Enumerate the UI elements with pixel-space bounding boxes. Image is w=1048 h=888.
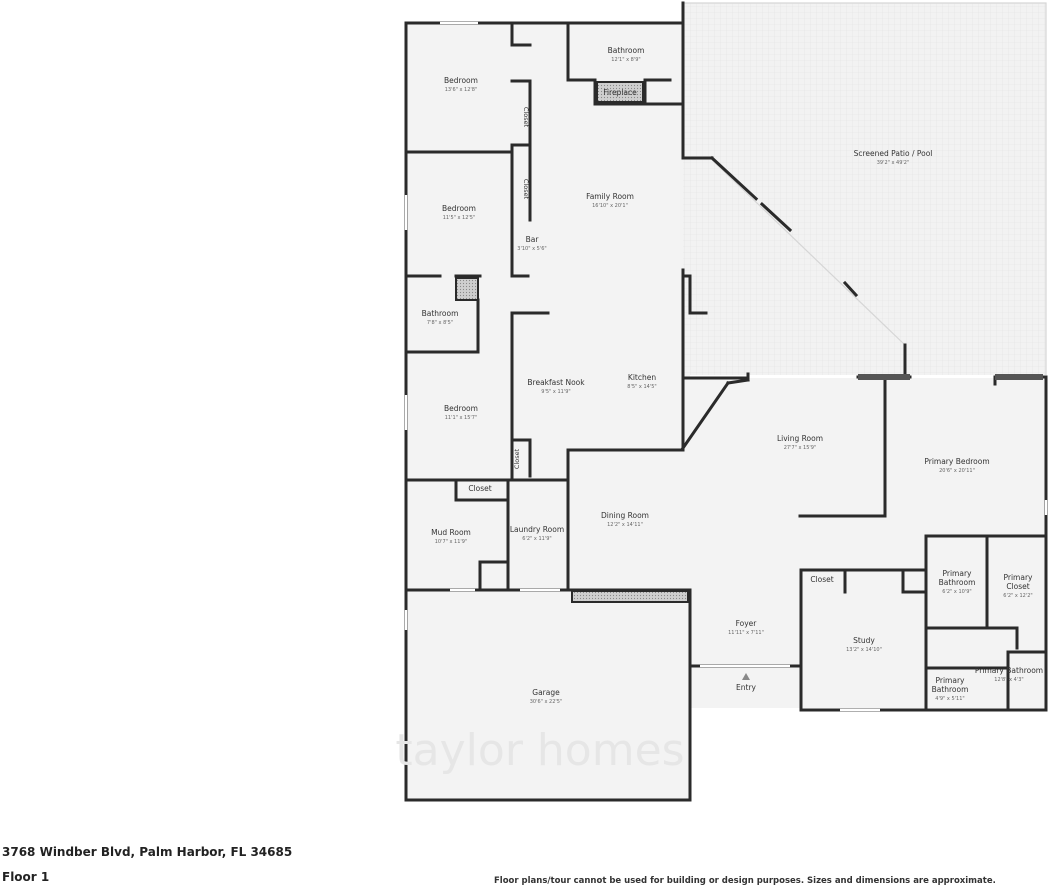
primary-bath3-dim: 4'9" x 5'11" <box>935 696 964 702</box>
floor-label: Floor 1 <box>2 870 50 884</box>
fireplace-name: Fireplace <box>603 88 637 97</box>
bathroom-mid-name: Bathroom <box>422 309 459 318</box>
closet-b-label: Closet <box>522 179 530 200</box>
kitchen-name: Kitchen <box>628 373 656 382</box>
bedroom-1-dim: 13'6" x 12'8" <box>445 87 478 93</box>
garage-counter <box>571 590 689 603</box>
laundry-dim: 6'2" x 11'9" <box>522 536 551 542</box>
address: 3768 Windber Blvd, Palm Harbor, FL 34685 <box>2 845 293 859</box>
bar-name: Bar <box>526 235 540 244</box>
closet-c-label: Closet <box>513 448 521 469</box>
bedroom-2-name: Bedroom <box>442 204 476 213</box>
family-room-dim: 16'10" x 20'1" <box>592 203 628 209</box>
disclaimer: Floor plans/tour cannot be used for buil… <box>494 876 996 886</box>
primary-bedroom-name: Primary Bedroom <box>924 457 989 466</box>
foyer-name: Foyer <box>736 619 758 628</box>
patio-dim: 39'2" x 49'2" <box>877 160 910 166</box>
living-shelf <box>858 374 910 380</box>
bedroom-shelf <box>995 374 1043 380</box>
breakfast-name: Breakfast Nook <box>527 378 585 387</box>
closet-e-label: Closet <box>810 575 833 584</box>
living-name: Living Room <box>777 434 823 443</box>
closet-a-label: Closet <box>522 107 530 128</box>
mud-room-name: Mud Room <box>431 528 471 537</box>
openings <box>404 21 1048 712</box>
patio-screen <box>683 2 1047 375</box>
living-dim: 27'7" x 15'9" <box>784 445 817 451</box>
mud-room-dim: 10'7" x 11'9" <box>435 539 468 545</box>
family-room-name: Family Room <box>586 192 634 201</box>
primary-bath3-name2: Bathroom <box>932 685 969 694</box>
study-dim: 13'2" x 14'10" <box>846 647 882 653</box>
garage-name: Garage <box>532 688 560 697</box>
primary-closet-name1: Primary <box>1004 573 1034 582</box>
bedroom-3-name: Bedroom <box>444 404 478 413</box>
kitchen-dim: 8'5" x 14'5" <box>627 384 656 390</box>
fireplace-box <box>596 81 644 103</box>
watermark: taylor homes <box>395 725 684 776</box>
entry-arrow-icon <box>742 673 750 680</box>
breakfast-dim: 9'5" x 11'9" <box>541 389 570 395</box>
primary-closet-dim: 6'2" x 12'2" <box>1003 593 1032 599</box>
bedroom-3-dim: 11'1" x 15'7" <box>445 415 478 421</box>
entry-label: Entry <box>736 683 757 692</box>
bathroom-top-name: Bathroom <box>608 46 645 55</box>
primary-bath1-name2: Bathroom <box>939 578 976 587</box>
closet-d-label: Closet <box>468 484 491 493</box>
bedroom-2-dim: 11'5" x 12'5" <box>443 215 476 221</box>
primary-bedroom-dim: 20'6" x 20'11" <box>939 468 975 474</box>
primary-closet-name2: Closet <box>1006 582 1029 591</box>
bar-dim: 3'10" x 5'6" <box>517 246 546 252</box>
foyer-dim: 11'11" x 7'11" <box>728 630 764 636</box>
dining-name: Dining Room <box>601 511 649 520</box>
study-name: Study <box>853 636 875 645</box>
room-labels: Bedroom 13'6" x 12'8" Bathroom 12'1" x 8… <box>422 46 1044 705</box>
primary-bath2-dim: 12'8" x 4'3" <box>994 677 1023 683</box>
patio-tile-floor <box>683 3 1046 375</box>
laundry-name: Laundry Room <box>510 525 564 534</box>
patio-name: Screened Patio / Pool <box>854 149 933 158</box>
bedroom-1-name: Bedroom <box>444 76 478 85</box>
primary-bath3-name1: Primary <box>936 676 966 685</box>
primary-bath1-name1: Primary <box>943 569 973 578</box>
bathroom-mid-dim: 7'8" x 8'5" <box>427 320 453 326</box>
bathroom-top-dim: 12'1" x 8'9" <box>611 57 640 63</box>
garage-dim: 30'6" x 22'5" <box>530 699 563 705</box>
primary-bath1-dim: 6'2" x 10'9" <box>942 589 971 595</box>
dining-dim: 12'2" x 14'11" <box>607 522 643 528</box>
primary-bath2-name: Primary Bathroom <box>975 666 1043 675</box>
